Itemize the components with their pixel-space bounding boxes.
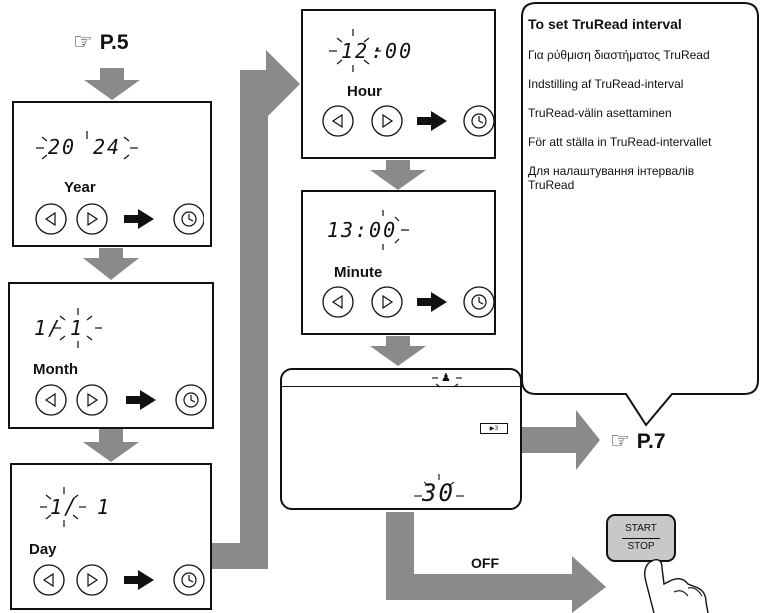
left-arrow-button-icon[interactable]: [35, 203, 67, 235]
right-arrow-button-icon[interactable]: [76, 384, 108, 416]
next-arrow-icon: [126, 390, 156, 410]
year-button-row: [35, 203, 204, 235]
hour-label: Hour: [347, 83, 382, 100]
minute-display-right: :00: [355, 218, 398, 242]
right-arrow-button-icon[interactable]: [76, 564, 108, 596]
minute-button-row: [322, 286, 495, 318]
reference-start: ☞ P.5: [73, 30, 129, 55]
next-arrow-icon: [417, 292, 447, 312]
month-display-left: 1/: [34, 316, 63, 340]
interval-indicator: ▶3: [480, 423, 508, 434]
info-title: To set TruRead interval: [528, 16, 682, 32]
right-arrow-button-icon[interactable]: [371, 105, 403, 137]
info-line-swedish: För att ställa in TruRead-intervallet: [528, 135, 712, 149]
blink-marks: [54, 308, 102, 348]
hand-pointing-icon: ☞: [610, 429, 630, 454]
month-button-row: [35, 384, 207, 416]
interval-value: 30: [422, 479, 455, 507]
finger-press-icon: [643, 558, 709, 613]
screen-top-divider: [282, 386, 520, 387]
left-arrow-button-icon[interactable]: [33, 564, 65, 596]
blink-marks: [40, 487, 86, 527]
info-line-ukrainian: Для налаштування інтервалів TruRead: [528, 164, 695, 192]
minute-label: Minute: [334, 264, 383, 281]
info-line-greek: Για ρύθμιση διαστήματος TruRead: [528, 48, 710, 62]
info-line-danish: Indstilling af TruRead-interval: [528, 77, 684, 91]
minute-panel: 13 :00 Minute: [301, 190, 496, 335]
day-display-right: 1: [97, 495, 112, 519]
right-arrow-button-icon[interactable]: [371, 286, 403, 318]
blink-marks: [36, 131, 138, 160]
hour-panel: 12 :00 Hour: [301, 9, 496, 159]
month-label: Month: [33, 361, 78, 378]
day-label: Day: [29, 541, 57, 558]
right-arrow-button-icon[interactable]: [76, 203, 108, 235]
reference-end: ☞ P.7: [610, 429, 666, 454]
off-label: OFF: [471, 555, 499, 571]
left-arrow-button-icon[interactable]: [322, 105, 354, 137]
hour-button-row: [322, 105, 495, 137]
blink-marks: [382, 210, 409, 250]
hour-display-left: 12: [341, 39, 370, 63]
day-display-left: 1/: [50, 495, 79, 519]
next-arrow-icon: [417, 111, 447, 131]
person-icon: ♟: [441, 371, 451, 384]
minute-display-left: 13: [327, 218, 356, 242]
year-display-left: 20: [48, 135, 77, 159]
year-label: Year: [64, 179, 96, 196]
stop-label: STOP: [627, 541, 655, 552]
next-arrow-icon: [124, 570, 154, 590]
year-panel: 20 24 Year: [12, 101, 212, 247]
left-arrow-button-icon[interactable]: [322, 286, 354, 318]
year-display-right: 24: [93, 135, 122, 159]
blink-marks: [414, 377, 464, 497]
blink-marks: [329, 29, 381, 72]
info-box: To set TruRead interval Για ρύθμιση διασ…: [528, 16, 754, 207]
start-stop-divider: [622, 538, 660, 539]
start-stop-button[interactable]: START STOP: [606, 514, 676, 562]
interval-screen: ♟ ▶3 30: [280, 368, 522, 510]
left-arrow-button-icon[interactable]: [35, 384, 67, 416]
start-label: START: [625, 523, 657, 534]
month-display-right: 1: [70, 316, 85, 340]
next-arrow-icon: [124, 209, 154, 229]
hand-pointing-icon: ☞: [73, 30, 93, 55]
day-button-row: [33, 564, 205, 596]
month-panel: 1/ 1 Month: [8, 282, 214, 429]
info-line-finnish: TruRead-välin asettaminen: [528, 106, 672, 120]
hour-display-right: :00: [371, 39, 414, 63]
info-callout-shape: [521, 2, 759, 427]
day-panel: 1/ 1 Day: [10, 463, 212, 610]
